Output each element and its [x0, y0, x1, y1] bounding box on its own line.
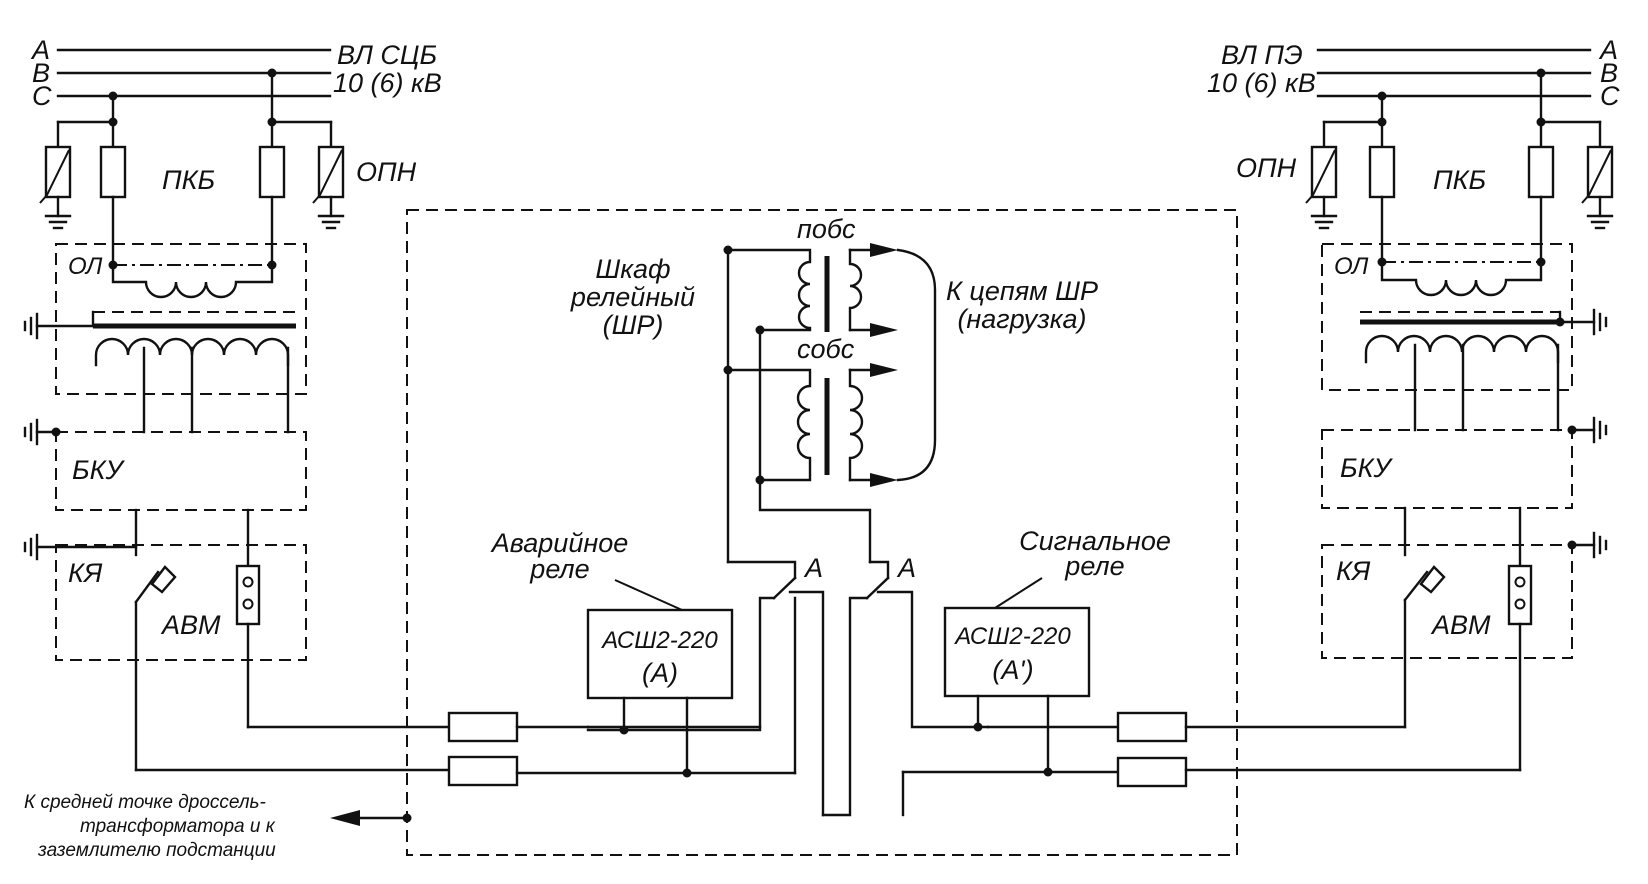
signal-relay-caption-line-1: Сигнальное — [1019, 526, 1171, 556]
contact-1-label: А — [803, 553, 823, 583]
right-transformer-block: ОЛ — [1321, 243, 1608, 391]
right-arrester-2 — [1581, 120, 1614, 230]
right-cable-fuse-upper — [1116, 711, 1188, 743]
contact-2-label: А — [896, 553, 916, 583]
left-opn-label: ОПН — [356, 157, 417, 187]
cabinet-title: Шкаф релейный (ШР) — [570, 254, 695, 340]
signal-relay-mark: (А') — [992, 655, 1033, 685]
load-label-line-1: К цепям ШР — [946, 276, 1098, 306]
cabinet-transformers: побс собс К цепям ШР (нагрузка) — [723, 214, 1098, 564]
right-avm-label: АВМ — [1430, 610, 1491, 640]
right-overhead-line: A B C ВЛ ПЭ 10 (6) кВ — [1207, 35, 1620, 111]
right-fuses-and-arresters: ОПН ПКБ — [1236, 71, 1614, 264]
left-bku-label: БКУ — [72, 455, 125, 485]
left-bku-block: БКУ — [23, 346, 307, 511]
ground-note-line-2: трансформатора и к — [80, 816, 276, 837]
right-phase-c-label: C — [1600, 81, 1620, 111]
ground-arrow-icon — [330, 810, 360, 826]
right-cable-runs — [901, 711, 1522, 817]
left-phase-a-label: A — [30, 35, 50, 65]
right-avm-breaker — [1507, 564, 1533, 772]
signal-relay-model: АСШ2-220 — [953, 623, 1071, 650]
right-ol-label: ОЛ — [1334, 253, 1369, 280]
emergency-relay-model: АСШ2-220 — [600, 627, 718, 654]
left-cable-fuse-lower — [447, 755, 519, 787]
right-ky-frame — [1321, 544, 1573, 659]
winding-top-label: побс — [797, 214, 856, 244]
relay-contacts: А А — [586, 553, 990, 817]
left-ky-block: КЯ АВМ — [23, 508, 307, 772]
signal-relay-caption-line-2: реле — [1064, 551, 1124, 581]
left-ol-label: ОЛ — [68, 253, 103, 280]
right-phase-a-label: A — [1598, 35, 1618, 65]
left-cable-fuse-upper — [447, 711, 519, 743]
left-fuse-1 — [99, 145, 127, 199]
relay-cabinet-frame — [406, 209, 1238, 856]
right-transformer-frame — [1321, 243, 1573, 391]
right-bku-block: БКУ — [1321, 343, 1608, 509]
left-fuse-2 — [258, 145, 286, 199]
ground-note-line-1: К средней точке дроссель- — [24, 792, 266, 813]
signal-relay-box — [943, 606, 1091, 698]
emergency-relay-box — [586, 608, 734, 700]
left-transformer-frame — [55, 243, 307, 395]
left-avm-label: АВМ — [160, 610, 221, 640]
ground-note-line-3: заземлителю подстанции — [37, 840, 276, 861]
right-pkb-label: ПКБ — [1433, 165, 1486, 195]
right-arrester-1 — [1305, 120, 1338, 230]
cabinet-title-line-3: (ШР) — [603, 310, 664, 340]
left-pkb-label: ПКБ — [162, 165, 215, 195]
right-ky-block: КЯ АВМ — [1321, 506, 1608, 772]
right-fuse-2 — [1527, 145, 1555, 199]
right-opn-label: ОПН — [1236, 153, 1297, 183]
left-bku-frame — [55, 431, 307, 511]
left-avm-breaker — [235, 564, 261, 729]
winding-bottom-label: собс — [797, 334, 855, 364]
left-arrester-1 — [39, 120, 72, 230]
emergency-relay-caption-line-2: реле — [529, 554, 589, 584]
left-phase-c-label: C — [32, 81, 52, 111]
right-bku-label: БКУ — [1340, 453, 1393, 483]
left-breaker-switch — [134, 565, 177, 772]
cabinet-title-line-2: релейный — [570, 282, 695, 312]
right-breaker-switch — [1403, 565, 1446, 729]
ground-connection: К средней точке дроссель- трансформатора… — [24, 792, 412, 861]
right-cable-fuse-lower — [1116, 756, 1188, 788]
emergency-relay-caption-line-1: Аварийное — [490, 528, 628, 558]
load-label-line-2: (нагрузка) — [957, 304, 1086, 334]
signal-relay: Сигнальное реле АСШ2-220 (А') — [943, 526, 1171, 777]
left-cable-runs — [134, 596, 797, 787]
right-ky-label: КЯ — [1336, 556, 1371, 586]
right-line-voltage: 10 (6) кВ — [1207, 68, 1316, 98]
right-fuse-1 — [1368, 145, 1396, 199]
left-ky-label: КЯ — [68, 558, 103, 588]
left-arrester-2 — [312, 120, 345, 230]
right-bku-frame — [1321, 429, 1573, 509]
right-phase-b-label: B — [1600, 58, 1618, 88]
left-ky-frame — [55, 544, 307, 661]
left-line-name: ВЛ СЦБ — [337, 40, 437, 70]
left-overhead-line: A B C ВЛ СЦБ 10 (6) кВ — [30, 35, 442, 111]
emergency-relay: Аварийное реле АСШ2-220 (А) — [490, 528, 734, 778]
emergency-relay-mark: (А) — [642, 658, 678, 688]
left-fuses-and-arresters: ПКБ ОПН — [39, 71, 417, 267]
left-line-voltage: 10 (6) кВ — [333, 68, 442, 98]
left-transformer-block: ОЛ — [23, 243, 307, 395]
left-phase-b-label: B — [32, 58, 50, 88]
right-line-name: ВЛ ПЭ — [1221, 40, 1303, 70]
cabinet-title-line-1: Шкаф — [595, 254, 670, 284]
